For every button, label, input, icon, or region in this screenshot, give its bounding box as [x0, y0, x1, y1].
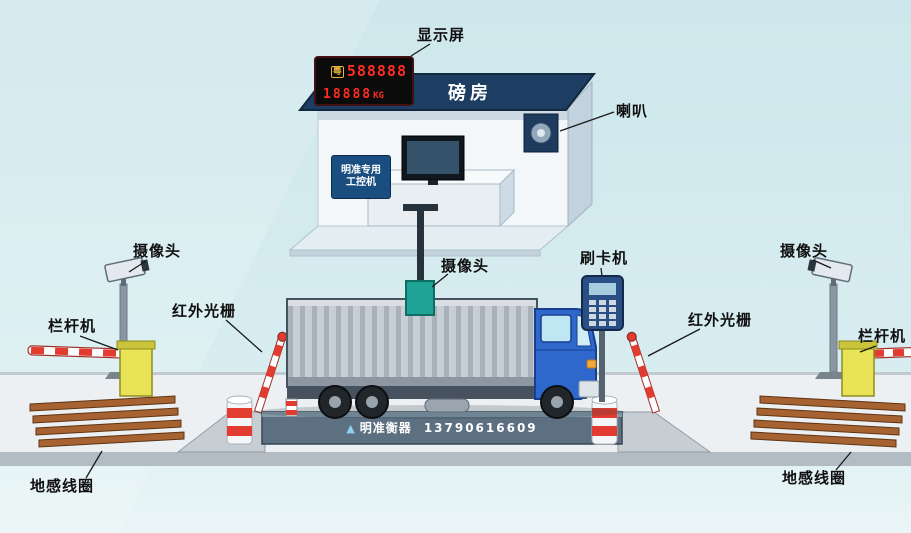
camera-right-lens [807, 259, 817, 272]
brand-name: 明准衡器 [359, 421, 412, 435]
label-ground-coil-right: 地感线圈 [782, 469, 847, 487]
industrial-pc: 明准专用 工控机 [331, 155, 391, 199]
center-camera-housing [405, 280, 435, 316]
ir-grating-pole-left [253, 331, 288, 414]
label-barrier-right: 栏杆机 [858, 327, 907, 345]
led-plate-prefix: 粤 [330, 66, 344, 78]
desk-monitor [401, 135, 465, 185]
pole-camera-center [403, 204, 438, 316]
led-weight-unit: KG [373, 91, 384, 101]
label-display-screen: 显示屏 [417, 26, 466, 44]
brand-logo-icon: ▲ [346, 422, 356, 435]
leader-lines [79, 43, 877, 479]
speaker-horn [523, 113, 559, 153]
led-weight-row: 18888KG [321, 83, 407, 102]
weigh-room-building [288, 73, 597, 257]
label-speaker: 喇叭 [616, 102, 649, 120]
label-camera-right: 摄像头 [780, 242, 829, 260]
card-reader-device [581, 275, 624, 402]
label-ir-grating-right: 红外光栅 [688, 311, 753, 329]
label-ground-coil-left: 地感线圈 [30, 477, 95, 495]
brand-phone: 13790616609 [423, 421, 538, 435]
building-name: 磅房 [448, 83, 492, 104]
building-right-wall [567, 80, 593, 228]
led-plate-number: 588888 [346, 62, 407, 80]
label-camera-left: 摄像头 [133, 242, 182, 260]
truck-rear-bumper [285, 398, 298, 417]
label-camera-center: 摄像头 [441, 257, 490, 275]
industrial-pc-line2: 工控机 [346, 177, 376, 188]
truck-fuel-tank [424, 398, 470, 413]
truck-wheels [318, 385, 574, 419]
truck [285, 298, 600, 419]
led-weight-value: 18888 [323, 87, 373, 102]
cab-headlight [586, 359, 597, 369]
industrial-pc-line1: 明准专用 [341, 165, 381, 176]
card-reader-screen [589, 283, 616, 295]
label-barrier-left: 栏杆机 [48, 317, 97, 335]
ground-coil-left [29, 395, 185, 448]
label-card-reader: 刷卡机 [580, 249, 629, 267]
barrier-gate-right [838, 340, 911, 397]
platform-branding: ▲明准衡器 13790616609 [282, 419, 602, 436]
cab-side-window [540, 314, 572, 343]
ir-grating-pole-right [626, 331, 661, 414]
cab-front-bumper [578, 380, 600, 398]
building-base-top [288, 225, 570, 251]
card-reader-keypad [589, 300, 616, 326]
building-base-front [289, 249, 541, 257]
barrier-arm-left [27, 345, 125, 359]
label-ir-grating-left: 红外光栅 [172, 302, 237, 320]
ground-coil-right [750, 395, 906, 448]
barrier-gate-left [27, 340, 156, 397]
ir-post-base-left [226, 395, 253, 445]
truck-cab [534, 308, 600, 400]
